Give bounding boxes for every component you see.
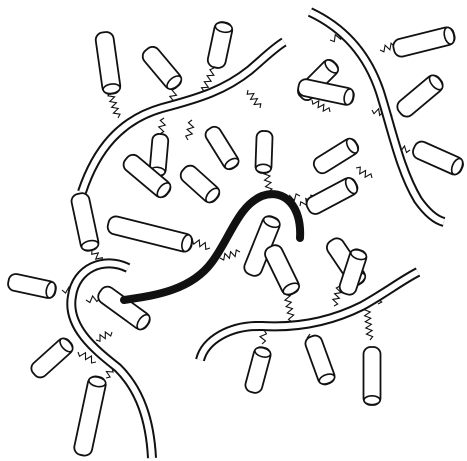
rod-unit [255, 131, 272, 174]
rod-unit [95, 284, 153, 333]
rod-body [106, 215, 194, 253]
rod-unit [203, 124, 241, 171]
spring-linker [192, 240, 210, 250]
rod-unit [70, 192, 100, 252]
rod-unit [244, 346, 272, 395]
rod-unit [303, 334, 336, 387]
spring-linker [186, 120, 194, 140]
rod-unit [28, 336, 75, 381]
rod-unit [392, 26, 457, 58]
rod-units [7, 21, 466, 457]
rod-unit [140, 44, 185, 92]
rod-unit [95, 31, 121, 95]
spring-linker [356, 167, 372, 178]
rod-unit [311, 136, 361, 176]
rod-body [73, 375, 107, 457]
rod-unit [411, 139, 466, 177]
spring-linker [78, 352, 96, 363]
spring-linker [247, 90, 261, 108]
rod-unit [106, 215, 194, 253]
rod-unit [263, 243, 302, 298]
spring-linker [260, 330, 267, 344]
rod-end-cap [256, 164, 271, 173]
rod-unit [7, 273, 57, 300]
rod-end-cap [364, 396, 380, 405]
rod-unit [304, 175, 360, 216]
rod-unit [178, 163, 223, 206]
rod-unit [364, 347, 381, 405]
rod-unit [73, 375, 107, 457]
rod-unit [394, 72, 445, 119]
spring-linker [159, 118, 166, 134]
spring-linker [96, 332, 112, 341]
rod-unit [206, 21, 233, 70]
spring-linker [108, 92, 120, 118]
